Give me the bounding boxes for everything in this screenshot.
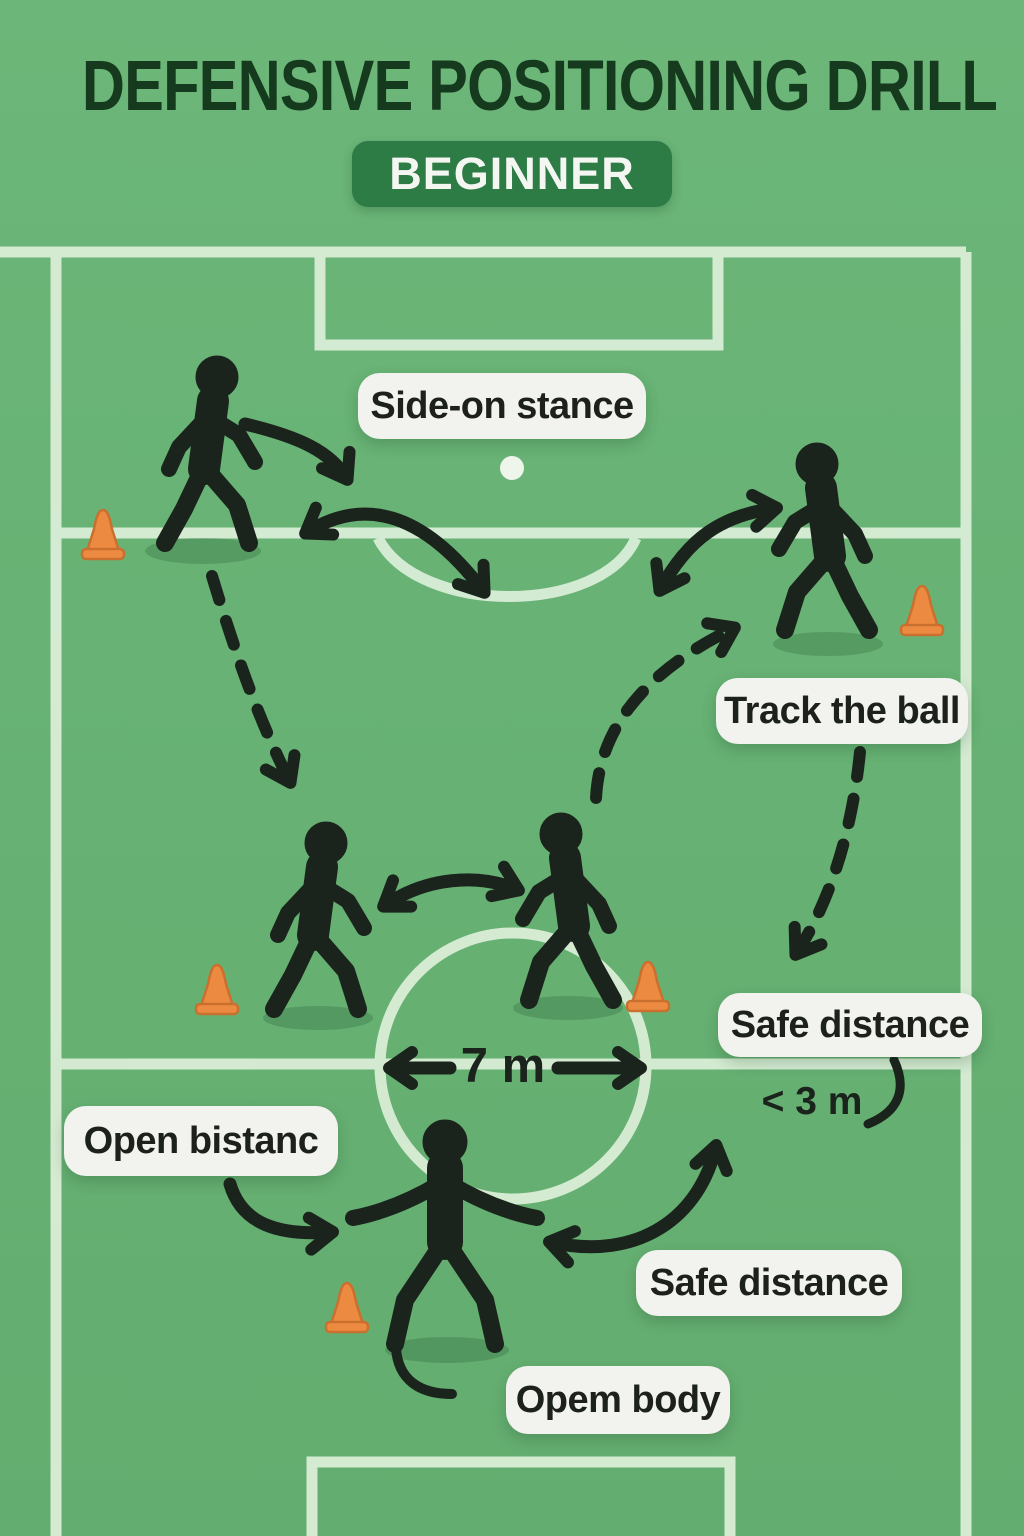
label-side-on-stance: Side-on stance xyxy=(358,373,646,439)
arrow-step-from-top-player xyxy=(238,417,356,486)
arrow-between-mid-players xyxy=(377,860,525,913)
cone-icon xyxy=(194,963,240,1016)
label-track-the-ball: Track the ball xyxy=(716,678,968,744)
label-safe-distance-lower: Safe distance xyxy=(636,1250,902,1316)
level-badge: BEGINNER xyxy=(352,141,672,207)
arrow-open-distance-callout xyxy=(223,1177,339,1256)
bottom-goal-box xyxy=(306,1456,736,1536)
penalty-spot xyxy=(500,456,524,480)
arrow-shuffle-center-right xyxy=(650,488,783,597)
measurement-7m: 7 m xyxy=(460,1039,546,1093)
arrow-shuffle-left-center xyxy=(299,501,491,599)
label-safe-distance-upper: Safe distance xyxy=(718,993,982,1057)
measurement-3m: < 3 m xyxy=(761,1080,863,1123)
figure-shadows xyxy=(145,538,883,1363)
cone-icon xyxy=(625,960,671,1013)
cone-icon xyxy=(324,1281,370,1334)
connector-open-body xyxy=(391,1343,457,1399)
arrow-safe-distance-sweep xyxy=(543,1139,733,1269)
label-open-distance: Open bistanc xyxy=(64,1106,338,1176)
cone-icon xyxy=(899,584,945,637)
dashed-arrow-mid-to-right xyxy=(590,617,741,804)
penalty-arc xyxy=(373,535,642,602)
player-figure-mid-right xyxy=(523,813,613,1000)
page-title: DEFENSIVE POSITIONING DRILL xyxy=(81,47,998,126)
label-open-body: Opem body xyxy=(506,1366,730,1434)
player-figure-mid-left xyxy=(274,822,364,1009)
player-figure-top-left xyxy=(165,356,255,543)
player-figure-right xyxy=(779,443,869,630)
dashed-arrow-top-to-mid xyxy=(206,570,301,789)
goal-box xyxy=(314,252,724,351)
dashed-arrow-track-to-safe xyxy=(788,746,866,961)
player-figure-bottom-open xyxy=(353,1120,537,1344)
connector-3m-bracket xyxy=(863,1055,905,1129)
